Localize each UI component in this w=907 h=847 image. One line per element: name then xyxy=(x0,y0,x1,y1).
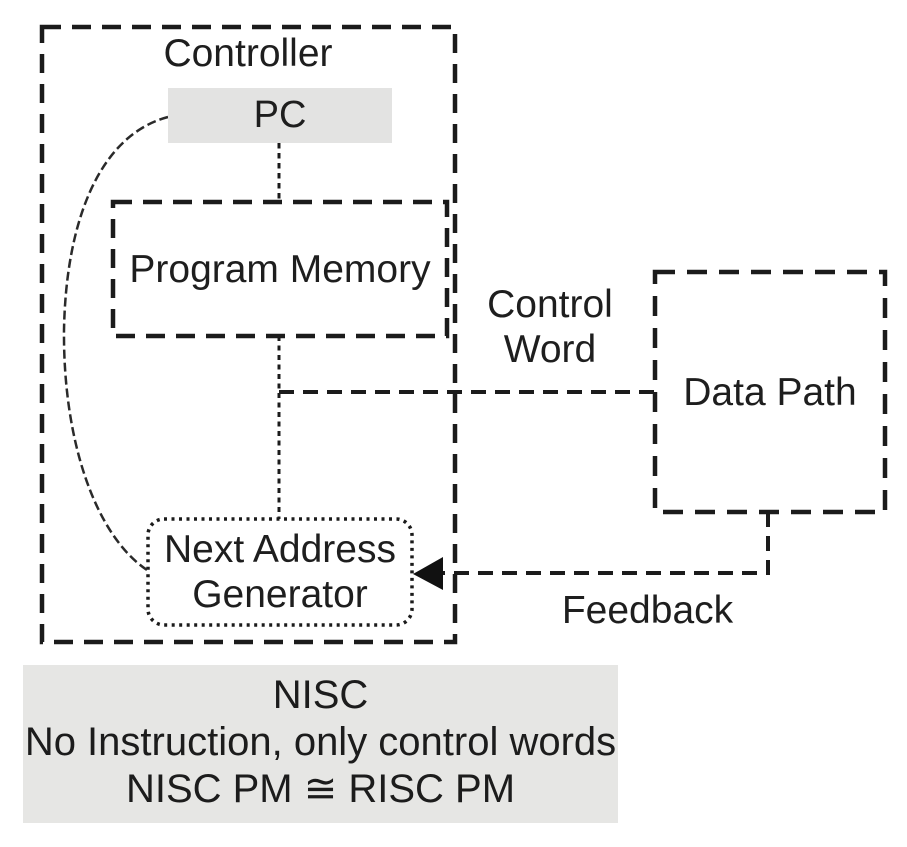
feedback-arrowhead-icon xyxy=(413,557,443,590)
program-memory-label: Program Memory xyxy=(129,247,431,291)
caption-line-equation: NISC PM ≅ RISC PM xyxy=(125,767,516,811)
pc-box: PC xyxy=(168,88,392,143)
pc-label: PC xyxy=(253,94,307,136)
control-word-label-line2: Word xyxy=(503,328,597,371)
next-address-generator-box-outline xyxy=(146,517,414,627)
data-path-box: Data Path xyxy=(655,272,885,512)
next-address-generator-label-line1: Next Address xyxy=(164,527,396,571)
next-address-generator-label-line2: Generator xyxy=(192,572,368,616)
nag-to-pc-curve-connector xyxy=(62,115,169,572)
caption-box: NISC No Instruction, only control words … xyxy=(23,665,618,823)
feedback-label: Feedback xyxy=(561,589,734,632)
feedback-connector xyxy=(441,512,770,575)
controller-box-outline xyxy=(39,24,458,645)
program-memory-box: Program Memory xyxy=(113,202,447,336)
caption-line-title: NISC xyxy=(272,673,369,717)
controller-box-title: Controller xyxy=(163,32,333,75)
control-word-label-line1: Control xyxy=(487,283,613,326)
caption-line-description: No Instruction, only control words xyxy=(24,720,617,764)
control-word-label: Control Word xyxy=(440,282,660,372)
data-path-label: Data Path xyxy=(683,370,857,414)
next-address-generator-box: Next Address Generator xyxy=(147,518,413,625)
